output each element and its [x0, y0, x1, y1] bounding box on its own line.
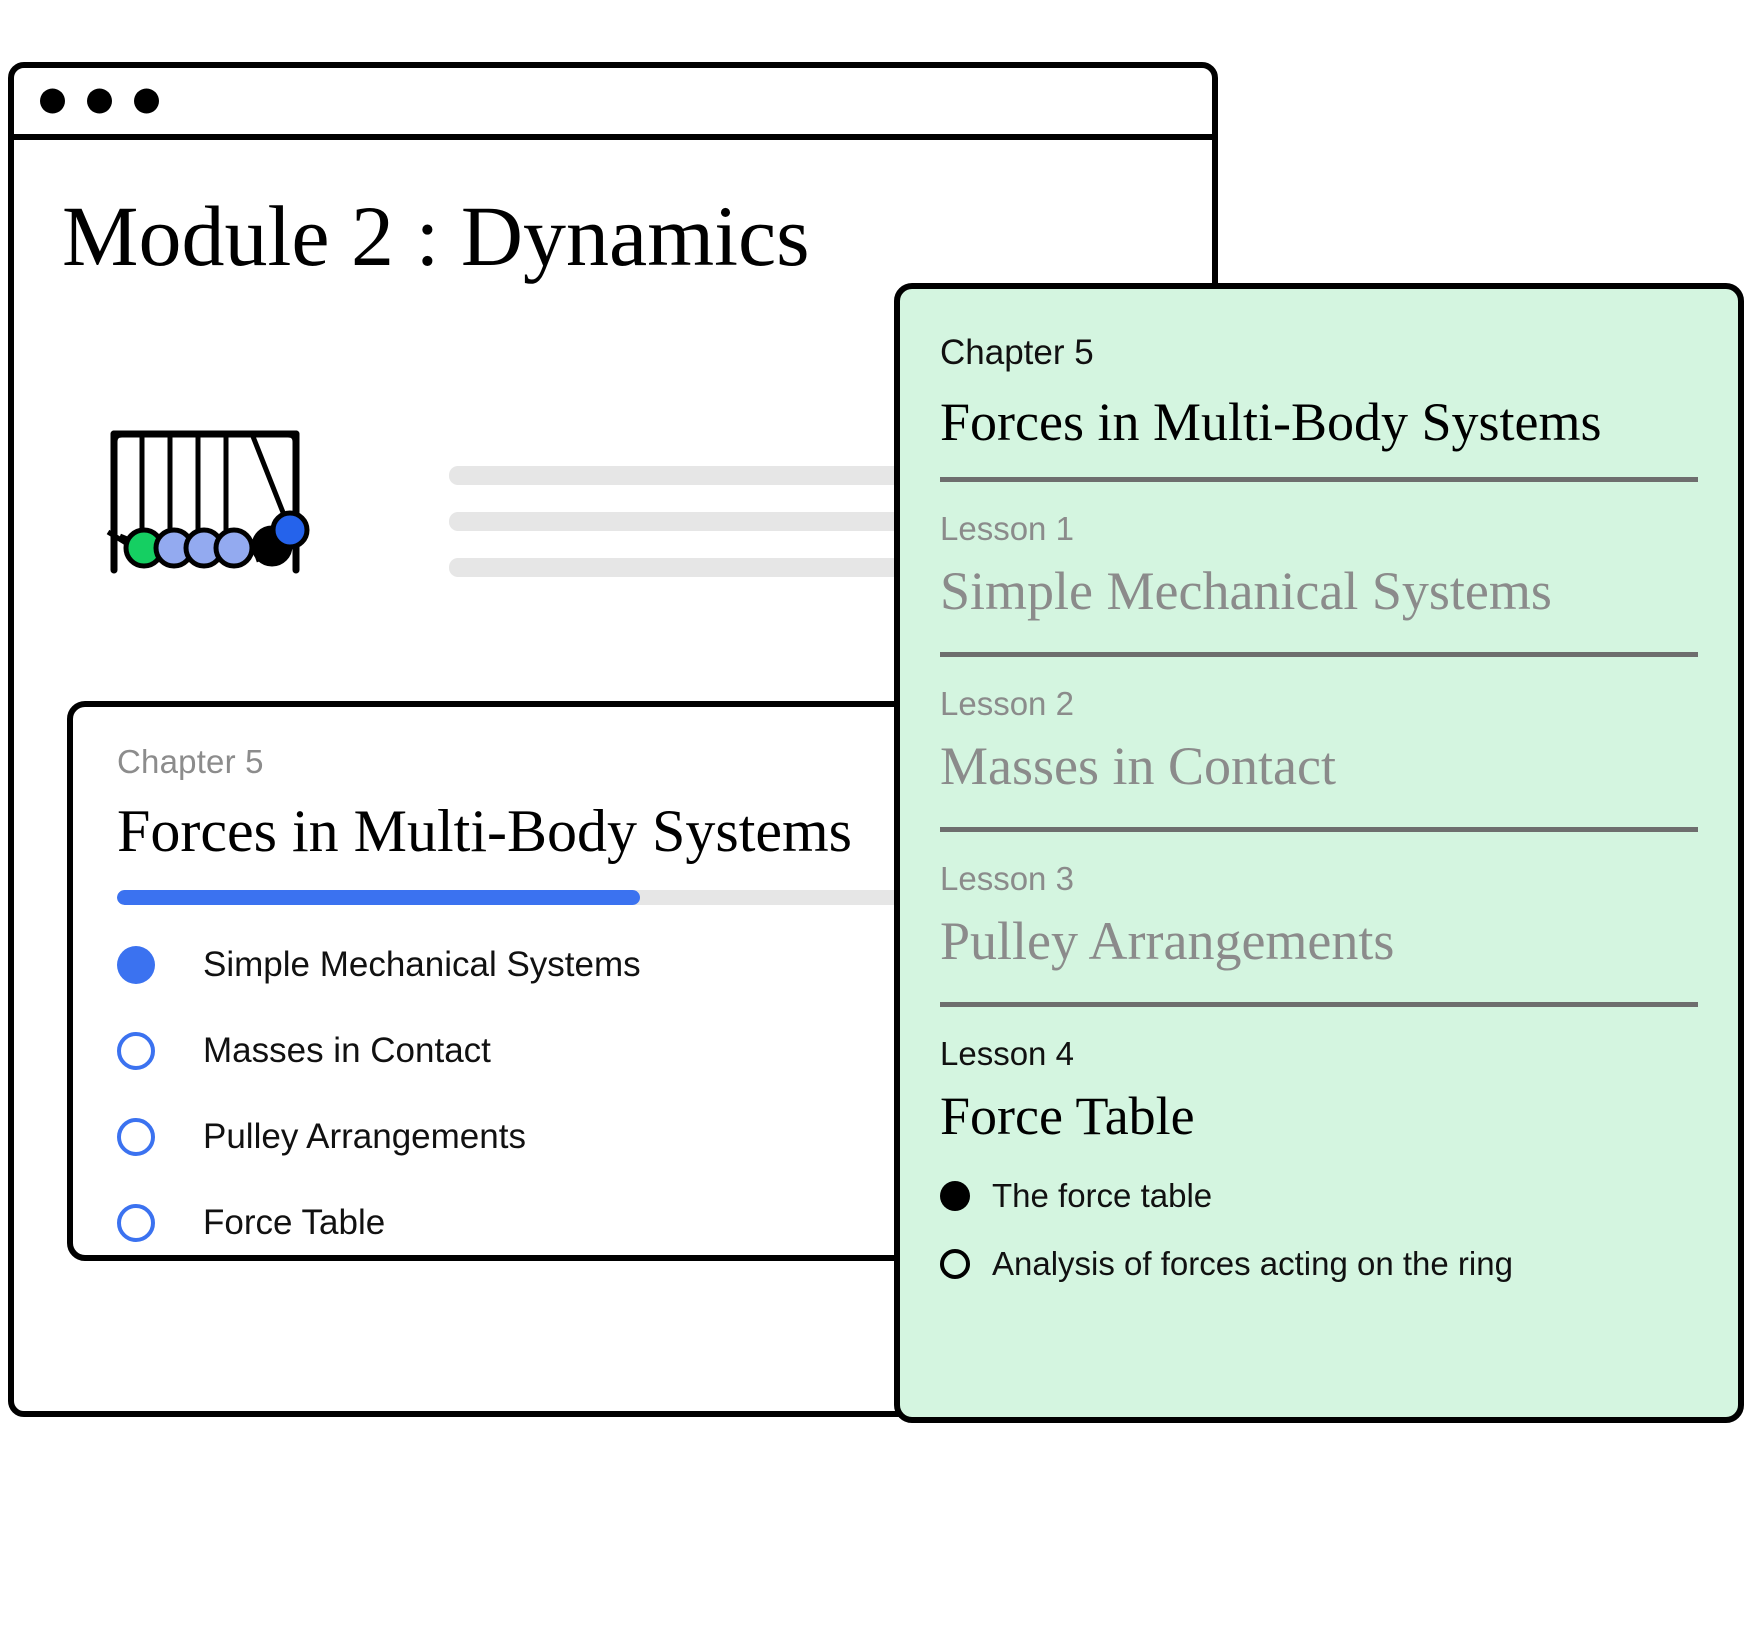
panel-lesson-item[interactable]: Lesson 1 Simple Mechanical Systems	[940, 482, 1698, 657]
list-item-label: Force Table	[203, 1203, 386, 1242]
divider	[940, 1002, 1698, 1007]
list-item[interactable]: Masses in Contact	[117, 1029, 1127, 1073]
panel-lesson-label: Lesson 3	[940, 860, 1074, 897]
minimize-dot-icon[interactable]	[87, 88, 112, 114]
window-titlebar	[14, 68, 1212, 140]
bullet-empty-icon[interactable]	[940, 1249, 970, 1279]
newtons-cradle-illustration	[100, 420, 320, 588]
lesson-list: Simple Mechanical Systems Masses in Cont…	[117, 943, 1127, 1245]
list-item[interactable]: Pulley Arrangements	[117, 1115, 1127, 1159]
panel-lesson-title: Masses in Contact	[940, 736, 1336, 796]
panel-chapter-title: Forces in Multi-Body Systems	[940, 392, 1602, 452]
bullet-filled-icon[interactable]	[940, 1181, 970, 1211]
panel-lesson-label: Lesson 1	[940, 510, 1074, 547]
chapter-detail-panel[interactable]: Chapter 5 Forces in Multi-Body Systems L…	[894, 283, 1744, 1423]
panel-lesson-item-active[interactable]: Lesson 4 Force Table	[940, 1007, 1698, 1147]
progress-bar-track[interactable]	[117, 890, 1067, 905]
list-item[interactable]: Analysis of forces acting on the ring	[940, 1245, 1698, 1283]
divider	[940, 477, 1698, 482]
panel-topic-list: The force table Analysis of forces actin…	[940, 1177, 1698, 1283]
list-item[interactable]: The force table	[940, 1177, 1698, 1215]
traffic-light-dots	[40, 88, 159, 114]
panel-lesson-title: Simple Mechanical Systems	[940, 561, 1552, 621]
list-item-label: The force table	[992, 1177, 1213, 1214]
radio-empty-icon[interactable]	[117, 1118, 155, 1156]
panel-chapter-label: Chapter 5	[940, 333, 1094, 372]
divider	[940, 652, 1698, 657]
list-item-label: Masses in Contact	[203, 1031, 491, 1070]
list-item[interactable]: Force Table	[117, 1201, 1127, 1245]
list-item-label: Simple Mechanical Systems	[203, 945, 641, 984]
maximize-dot-icon[interactable]	[134, 88, 159, 114]
panel-lesson-title: Force Table	[940, 1086, 1195, 1146]
progress-bar-fill	[117, 890, 640, 905]
divider	[940, 827, 1698, 832]
list-item[interactable]: Simple Mechanical Systems	[117, 943, 1127, 987]
list-item-label: Pulley Arrangements	[203, 1117, 526, 1156]
close-dot-icon[interactable]	[40, 88, 65, 114]
list-item-label: Analysis of forces acting on the ring	[992, 1245, 1513, 1282]
radio-filled-icon[interactable]	[117, 946, 155, 984]
panel-lesson-label: Lesson 2	[940, 685, 1074, 722]
panel-lesson-item[interactable]: Lesson 2 Masses in Contact	[940, 657, 1698, 832]
panel-lesson-label: Lesson 4	[940, 1035, 1074, 1072]
card-chapter-label: Chapter 5	[117, 743, 264, 780]
card-chapter-title: Forces in Multi-Body Systems	[117, 798, 853, 864]
page-title: Module 2 : Dynamics	[62, 188, 810, 284]
panel-lesson-title: Pulley Arrangements	[940, 911, 1395, 971]
radio-empty-icon[interactable]	[117, 1204, 155, 1242]
panel-lesson-item[interactable]: Lesson 3 Pulley Arrangements	[940, 832, 1698, 1007]
radio-empty-icon[interactable]	[117, 1032, 155, 1070]
